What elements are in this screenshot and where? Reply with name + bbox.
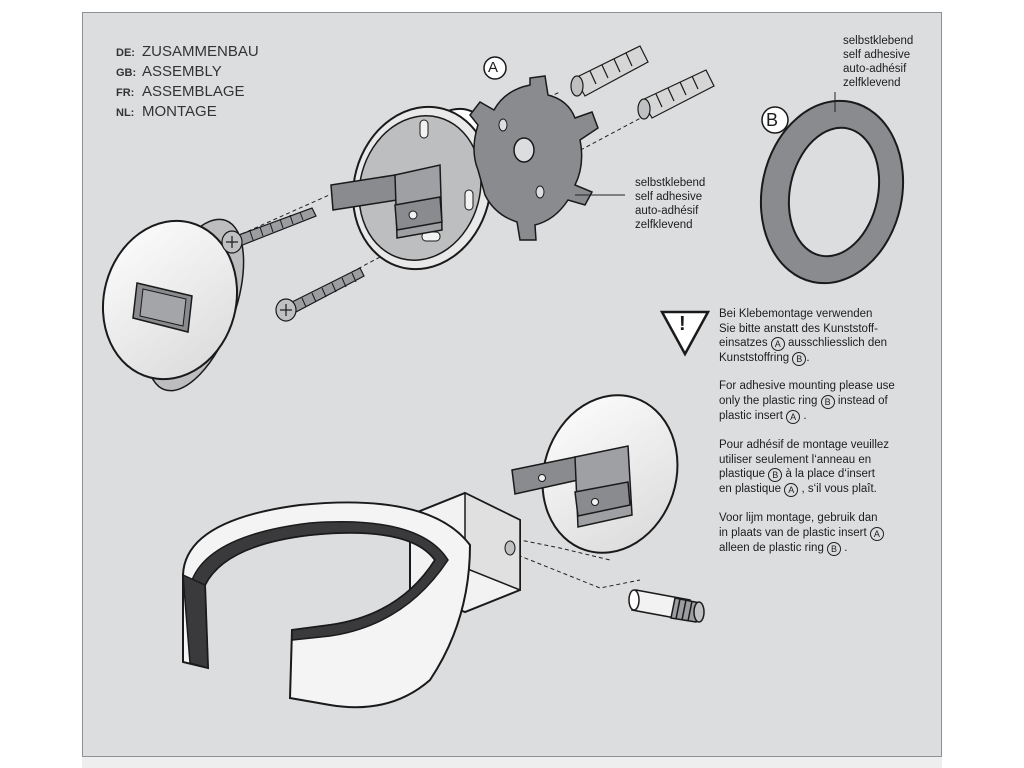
wall-base [330,105,496,271]
warning-text-nl: Voor lijm montage, gebruik dan in plaats… [719,511,929,556]
nl-line-3a: alleen de plastic ring [719,541,824,554]
warning-triangle [659,310,711,357]
adhesive-b-fr: auto-adhésif [843,63,907,75]
leader-lines [575,92,836,196]
circled-a-ref: A [784,483,799,497]
adhesive-label-a: selbstklebend self adhesive auto-adhésif… [635,176,705,232]
screw-upper [221,207,317,254]
gb-line-2b: instead of [837,394,888,407]
gb-line-2a: only the plastic ring [719,394,818,407]
plastic-insert-a [469,75,599,241]
adhesive-b-gb: self adhesive [843,49,911,61]
de-line-4b: . [806,352,810,364]
nl-line-3b: . [844,541,848,554]
heading-nl-text: MONTAGE [142,103,217,120]
circled-b-ref: B [768,468,783,482]
fr-line-1: Pour adhésif de montage veuillez [719,439,890,451]
adhesive-a-gb: self adhesive [635,191,703,203]
adhesive-label-b: selbstklebend self adhesive auto-adhésif… [843,34,913,90]
bottom-strip [82,757,942,768]
lang-code-de: DE: [116,47,135,59]
heading-nl: NL: MONTAGE [116,102,217,123]
nl-line-2a: in plaats van de plastic insert [719,526,867,539]
cover-cap [101,218,245,392]
fr-line-4: en plastique A , s‘il vous plaît. [719,482,929,497]
circled-a-ref: A [786,409,801,424]
de-line-1: Bei Klebemontage verwenden [719,308,873,320]
lang-code-fr: FR: [116,87,135,99]
plastic-ring-b [759,99,905,285]
adhesive-b-de: selbstklebend [843,35,914,47]
heading-de-text: ZUSAMMENBAU [142,43,259,60]
lang-code-gb: GB: [116,67,137,79]
fr-line-4a: en plastique [719,483,782,495]
callout-a-marker [483,56,507,80]
assembled-wall-disc [511,394,679,554]
circled-b-ref: B [792,352,807,366]
nl-line-2: in plaats van de plastic insert A [719,526,929,541]
fr-line-4b: , s‘il vous plaît. [801,483,877,495]
callout-b-letter: B [766,110,779,130]
wall-plug-lower [637,69,715,120]
fr-line-3: plastique B à la place d‘insert [719,467,929,482]
de-line-3b: ausschliesslich den [788,337,888,349]
screw-lower [275,267,365,322]
nl-line-1: Voor lijm montage, gebruik dan [719,512,878,524]
circled-b-ref: B [827,541,842,556]
warning-text-gb: For adhesive mounting please use only th… [719,379,929,424]
adhesive-a-fr: auto-adhésif [635,205,699,217]
lang-code-nl: NL: [116,107,135,119]
ring-holder [182,491,521,709]
de-line-2: Sie bitte anstatt des Kunststoff- [719,322,878,335]
heading-de: DE: ZUSAMMENBAU [116,42,259,63]
heading-gb: GB: ASSEMBLY [116,62,222,83]
locking-pin [628,589,705,623]
de-line-4a: Kunststoffring [719,352,790,364]
de-line-4: Kunststoffring B. [719,351,929,366]
nl-line-3: alleen de plastic ring B . [719,541,929,556]
adhesive-a-de: selbstklebend [635,177,706,189]
adhesive-b-nl: zelfklevend [843,77,901,89]
warning-text-fr: Pour adhésif de montage veuillez utilise… [719,438,929,497]
fr-line-3a: plastique [719,468,766,480]
circled-a-ref: A [869,526,884,541]
gb-line-2: only the plastic ring B instead of [719,394,929,409]
heading-gb-text: ASSEMBLY [142,63,222,80]
callout-a-letter: A [488,59,499,76]
heading-fr: FR: ASSEMBLAGE [116,82,245,103]
gb-line-1: For adhesive mounting please use [719,380,895,392]
fr-line-2: utiliser seulement l‘anneau en [719,453,872,466]
warning-exclamation: ! [679,313,686,335]
wall-plug-upper [570,45,649,97]
gb-line-3a: plastic insert [719,409,783,422]
de-line-3a: einsatzes [719,337,768,349]
fr-line-3b: à la place d‘insert [785,468,875,480]
callout-b-marker [761,106,789,134]
circled-a-ref: A [770,337,785,351]
gb-line-3b: . [803,409,807,422]
warning-text-de: Bei Klebemontage verwenden Sie bitte ans… [719,307,929,366]
adhesive-a-nl: zelfklevend [635,219,693,231]
heading-fr-text: ASSEMBLAGE [142,83,245,100]
gb-line-3: plastic insert A . [719,409,929,424]
circled-b-ref: B [820,394,835,409]
de-line-3: einsatzes A ausschliesslich den [719,336,929,351]
